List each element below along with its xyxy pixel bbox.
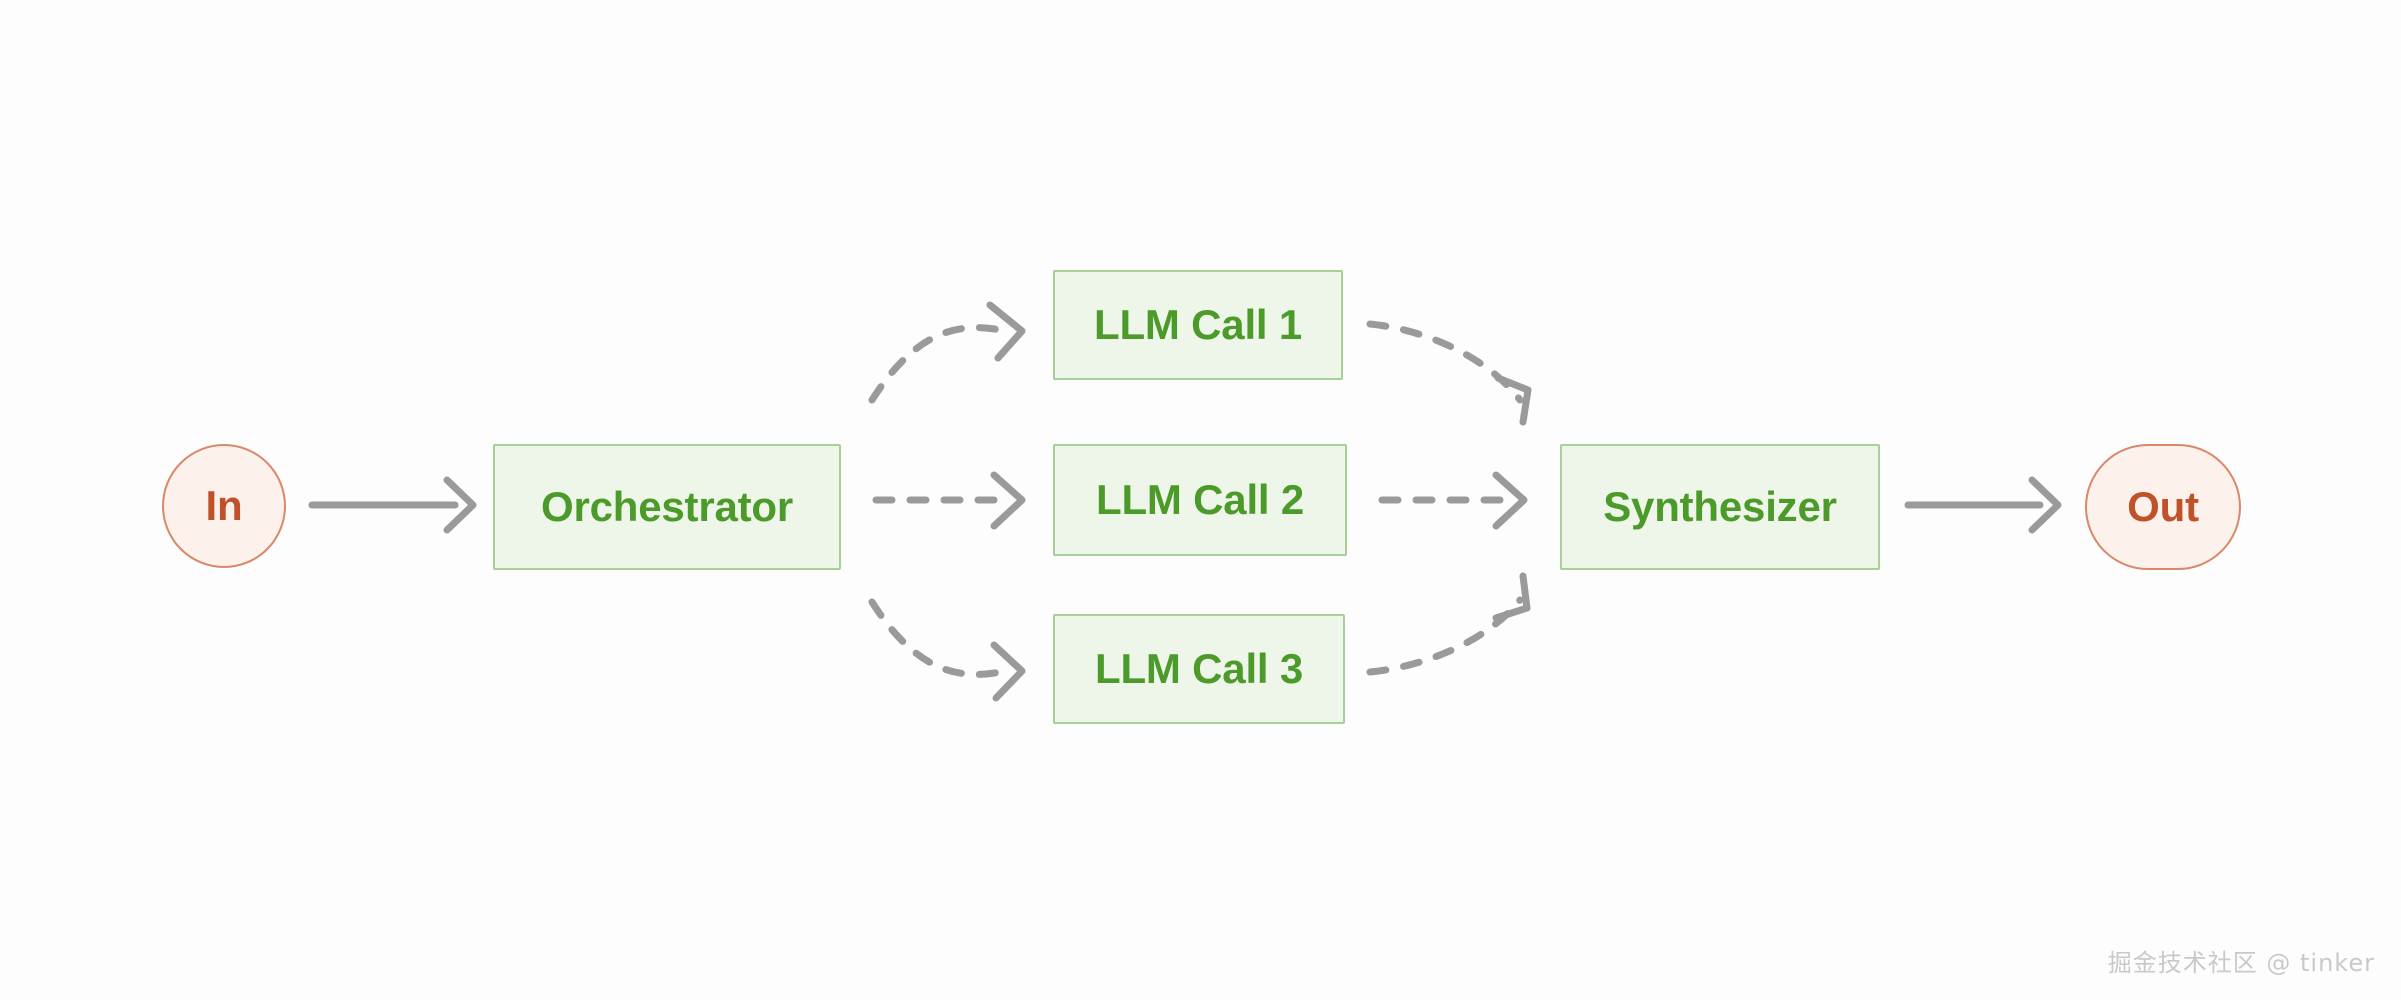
node-out-label: Out	[2127, 483, 2199, 530]
edge-in-to-orchestrator	[308, 476, 477, 534]
node-llm-call-2[interactable]: LLM Call 2	[1053, 444, 1347, 556]
node-synthesizer-label: Synthesizer	[1603, 483, 1837, 530]
node-llm-call-1[interactable]: LLM Call 1	[1053, 270, 1343, 380]
node-orchestrator[interactable]: Orchestrator	[493, 444, 841, 570]
edge-llm3-to-synthesizer	[1366, 572, 1531, 676]
node-llm-call-2-label: LLM Call 2	[1095, 476, 1305, 523]
node-in-label: In	[205, 482, 243, 529]
node-llm-call-3-label: LLM Call 3	[1094, 645, 1304, 692]
watermark: 掘金技术社区 @ tinker	[2107, 949, 2375, 977]
edge-orchestrator-to-llm2	[872, 471, 1026, 530]
node-llm-call-1-label: LLM Call 1	[1093, 301, 1303, 348]
edge-llm2-to-synthesizer	[1378, 471, 1528, 530]
node-in[interactable]: In	[162, 444, 286, 568]
node-out[interactable]: Out	[2085, 444, 2241, 570]
edge-orchestrator-to-llm1	[868, 301, 1026, 404]
edge-orchestrator-to-llm3	[868, 598, 1026, 702]
edge-synthesizer-to-out	[1904, 476, 2062, 534]
node-synthesizer[interactable]: Synthesizer	[1560, 444, 1880, 570]
node-llm-call-3[interactable]: LLM Call 3	[1053, 614, 1345, 724]
node-orchestrator-label: Orchestrator	[540, 483, 794, 530]
edge-llm1-to-synthesizer	[1366, 320, 1532, 426]
